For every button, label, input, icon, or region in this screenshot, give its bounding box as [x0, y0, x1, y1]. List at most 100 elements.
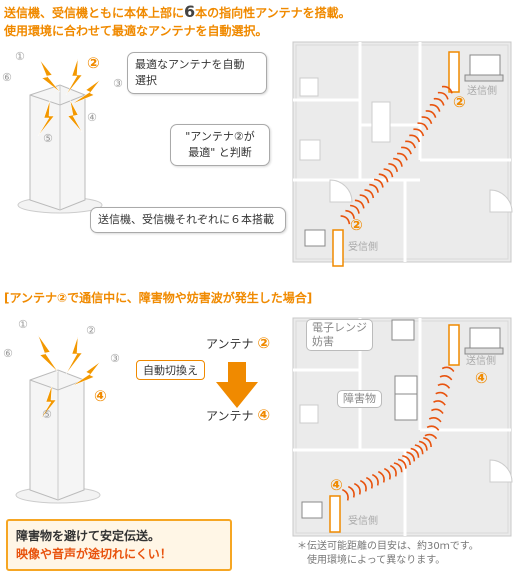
top-transmitter-unit: [448, 51, 460, 93]
top-antenna-bolts: [37, 57, 101, 137]
bubble-six-antennas: 送信機、受信機それぞれに６本搭載: [90, 207, 286, 233]
signal-arc: [377, 470, 385, 483]
bottom-antenna-num-3: ③: [110, 352, 120, 365]
signal-arc: [401, 146, 412, 155]
bubble-judge-line-1: "アンテナ②が: [185, 130, 255, 143]
heading-line-1a: 送信機、受信機ともに本体上部に: [4, 6, 185, 20]
bottom-antenna-bolts: [37, 334, 101, 421]
bottom-title: [アンテナ②で通信中に、障害物や妨害波が発生した場合]: [4, 291, 313, 305]
signal-arc: [374, 178, 384, 188]
antenna-from-label: アンテナ: [206, 337, 254, 351]
signal-arc: [359, 479, 367, 492]
range-note-line-2: 使用環境によって異なります。: [307, 555, 446, 566]
signal-arc: [397, 458, 407, 469]
signal-arc: [425, 110, 437, 118]
bottom-antenna-num-5: ⑤: [42, 408, 52, 421]
signal-arc: [405, 140, 416, 149]
signal-arc: [369, 183, 379, 193]
signal-arc: [413, 128, 425, 137]
microwave-label-line-1: 電子レンジ: [312, 321, 367, 334]
signal-arc: [423, 437, 432, 448]
signal-arc: [433, 97, 445, 106]
bottom-transmitter-label: 送信側: [466, 356, 496, 367]
obstacle-label: 障害物: [337, 390, 382, 408]
signal-arc: [441, 85, 453, 94]
signal-arc: [414, 444, 424, 455]
top-transmitter-label: 送信側: [467, 86, 497, 97]
antenna-to-num: ④: [257, 406, 271, 424]
top-receiver-label: 受信側: [348, 242, 378, 253]
bottom-path-number-tx: ④: [475, 369, 488, 387]
heading-line-2: 使用環境に合わせて最適なアンテナを自動選択。: [4, 24, 268, 38]
signal-arc: [371, 473, 379, 486]
top-antenna-num-2: ②: [87, 54, 100, 72]
signal-arc: [345, 209, 355, 219]
stable-transmission-callout: 障害物を避けて安定伝送。 映像や音声が途切れにくい！: [6, 519, 232, 571]
signal-arc: [397, 152, 408, 161]
signal-arc: [389, 464, 397, 477]
signal-arc: [388, 163, 398, 173]
signal-arc: [441, 366, 455, 372]
signal-arc: [417, 122, 429, 131]
signal-arc: [347, 485, 355, 498]
signal-arc: [439, 374, 453, 381]
bottom-transmitter-unit: [448, 324, 460, 366]
antenna-to: アンテナ ④: [206, 406, 270, 424]
signal-arc: [437, 383, 451, 389]
signal-arc: [428, 416, 442, 423]
signal-arc: [406, 451, 416, 462]
signal-arc: [383, 467, 391, 480]
top-antenna-num-3: ③: [113, 77, 123, 90]
signal-arc: [359, 194, 370, 204]
microwave-interference-label: 電子レンジ 妨害: [306, 319, 373, 351]
signal-arc: [393, 462, 403, 473]
bottom-antenna-num-1: ①: [18, 318, 28, 331]
bubble-antenna-judge: "アンテナ②が 最適" と判断: [170, 124, 270, 166]
signal-arc: [353, 482, 361, 495]
bubble-auto-select-line-1: 最適なアンテナを自動: [135, 58, 245, 71]
top-receiver-unit: [332, 229, 344, 267]
bottom-signal-path: [341, 366, 455, 501]
top-path-number-tx: ②: [453, 93, 466, 111]
signal-arc: [409, 134, 421, 143]
signal-arc: [429, 104, 441, 112]
auto-switch-label: 自動切換え: [136, 360, 205, 380]
signal-arc: [433, 400, 446, 406]
range-note: ＊伝送可能距離の目安は、約30ｍです。 使用環境によって異なります。: [297, 540, 479, 568]
signal-arc: [340, 215, 351, 225]
signal-arc: [402, 455, 411, 466]
top-diagram: [17, 41, 513, 267]
range-note-line-1: ＊伝送可能距離の目安は、約30ｍです。: [297, 541, 479, 552]
signal-arc: [421, 116, 433, 125]
callout-line-2: 映像や音声が途切れにくい！: [16, 547, 172, 561]
heading-line-1b: 本の指向性アンテナを搭載。: [195, 6, 351, 20]
signal-arc: [393, 157, 403, 167]
bubble-judge-line-2: 最適" と判断: [188, 146, 252, 159]
microwave-label-line-2: 妨害: [312, 335, 334, 348]
signal-arc: [378, 173, 389, 183]
bottom-antenna-num-6: ⑥: [3, 347, 13, 360]
signal-arc: [350, 204, 360, 214]
switch-arrow-icon: [216, 362, 258, 408]
heading-antenna-count: 6: [184, 2, 196, 21]
signal-arc: [341, 488, 349, 501]
antenna-from: アンテナ ②: [206, 334, 270, 352]
top-signal-path: [340, 85, 453, 225]
antenna-to-label: アンテナ: [206, 409, 254, 423]
top-antenna-num-5: ⑤: [43, 132, 53, 145]
signal-arc: [383, 168, 394, 178]
bubble-auto-select: 最適なアンテナを自動 選択: [127, 52, 267, 94]
top-antenna-num-1: ①: [15, 50, 25, 63]
signal-arc: [365, 476, 373, 489]
bubble-auto-select-line-2: 選択: [135, 74, 157, 87]
signal-arc: [435, 391, 448, 398]
top-path-number-rx: ②: [350, 216, 363, 234]
heading-line-1: 送信機、受信機ともに本体上部に6本の指向性アンテナを搭載。: [4, 3, 351, 22]
top-main-device: [17, 84, 103, 214]
signal-arc: [364, 189, 375, 199]
callout-line-1: 障害物を避けて安定伝送。: [16, 529, 161, 543]
top-antenna-num-4: ④: [87, 111, 97, 124]
bottom-diagram: [15, 317, 513, 537]
signal-arc: [426, 425, 440, 431]
bottom-antenna-num-2: ②: [86, 324, 96, 337]
